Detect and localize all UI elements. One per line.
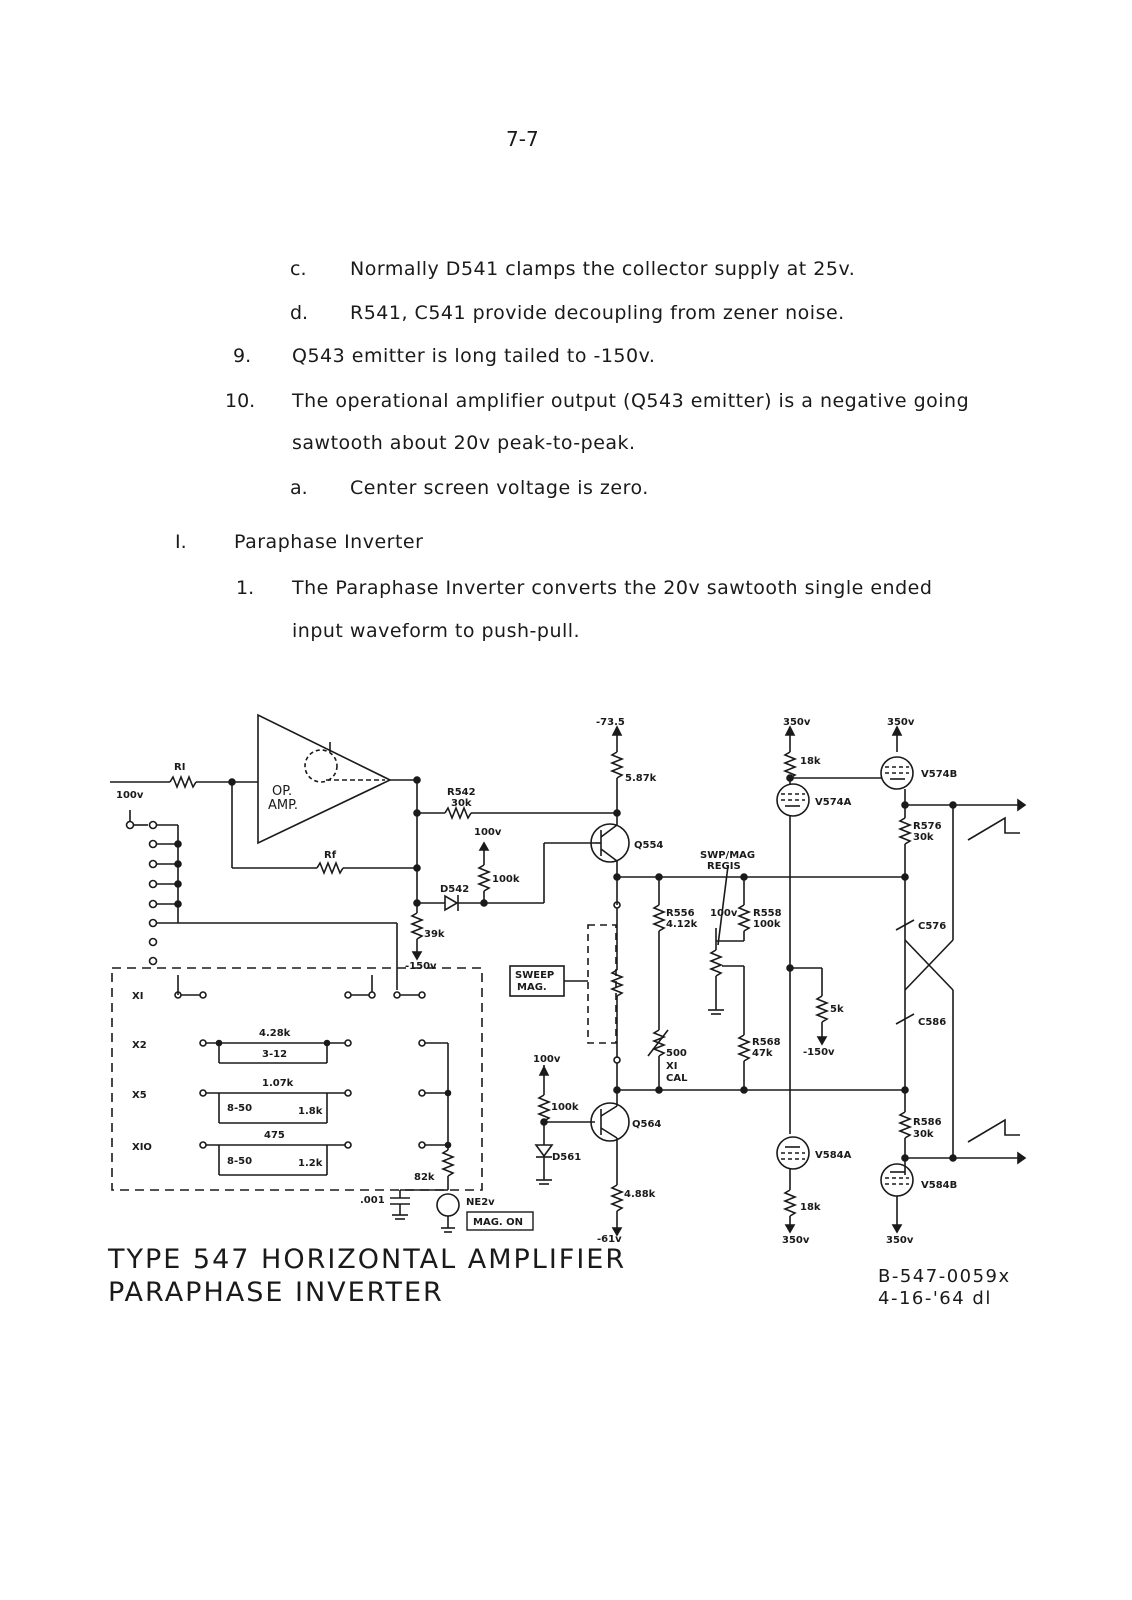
- item-text: The operational amplifier output (Q543 e…: [292, 390, 970, 412]
- item-marker: a.: [290, 477, 308, 499]
- c586-label: C586: [918, 1017, 946, 1028]
- item-text: sawtooth about 20v peak-to-peak.: [292, 432, 636, 454]
- v574b-label: V574B: [921, 769, 957, 780]
- r18k-a-label: 18k: [800, 756, 821, 767]
- sweep-mag-label-1: SWEEP: [515, 970, 554, 981]
- page-number: 7-7: [506, 127, 539, 151]
- swp-mag-label-1: SWP/MAG: [700, 850, 755, 861]
- item-text: The Paraphase Inverter converts the 20v …: [292, 577, 933, 599]
- r576-label: R576: [913, 821, 942, 832]
- item-marker: 1.: [236, 577, 255, 599]
- r556-label: R556: [666, 908, 695, 919]
- item-marker: 9.: [233, 345, 252, 367]
- x1cal-label-1: XI: [666, 1061, 677, 1072]
- doc-number: B-547-0059x: [878, 1266, 1011, 1287]
- c312-label: 3-12: [262, 1049, 287, 1060]
- item-marker: 10.: [225, 390, 256, 412]
- v350c-label: 350v: [782, 1235, 810, 1246]
- r18k-b-label: 18k: [800, 1202, 821, 1213]
- minus150v-b-label: -150v: [803, 1047, 835, 1058]
- minus61v-label: -61v: [597, 1234, 622, 1245]
- r100k-b-label: 100k: [551, 1102, 579, 1113]
- schematic-title-1: TYPE 547 HORIZONTAL AMPLIFIER: [107, 1244, 626, 1275]
- r568-value: 47k: [752, 1048, 773, 1059]
- sweep-mag-label-2: MAG.: [517, 982, 547, 993]
- q564-label: Q564: [632, 1119, 661, 1130]
- minus73-label: -73.5: [596, 717, 625, 728]
- v584b-label: V584B: [921, 1180, 957, 1191]
- swp-mag-label-2: REGIS: [707, 861, 741, 872]
- x1-label: XI: [132, 991, 143, 1002]
- r475-label: 475: [264, 1130, 285, 1141]
- r107-label: 1.07k: [262, 1078, 294, 1089]
- r587-label: 5.87k: [625, 773, 657, 784]
- section-heading: Paraphase Inverter: [234, 531, 424, 553]
- r586-value: 30k: [913, 1129, 934, 1140]
- r82k-label: 82k: [414, 1172, 435, 1183]
- rf-label: Rf: [324, 850, 337, 861]
- v584a-label: V584A: [815, 1150, 852, 1161]
- supply-100v-label: 100v: [474, 827, 502, 838]
- item-text: Normally D541 clamps the collector suppl…: [350, 258, 856, 280]
- pot-100v-label: 100v: [710, 908, 738, 919]
- d542-label: D542: [440, 884, 469, 895]
- r542-label: R542: [447, 787, 476, 798]
- x2-label: X2: [132, 1040, 147, 1051]
- r18-label: 1.8k: [298, 1106, 323, 1117]
- minus150v-label: -150v: [405, 961, 437, 972]
- r5k-label: 5k: [830, 1004, 844, 1015]
- item-marker: d.: [290, 302, 309, 324]
- r500-label: 500: [666, 1048, 687, 1059]
- x1cal-label-2: CAL: [666, 1073, 688, 1084]
- op-amp-label-1: OP.: [272, 784, 292, 799]
- x10-label: XIO: [132, 1142, 152, 1153]
- c850b-label: 8-50: [227, 1156, 252, 1167]
- r100k-label: 100k: [492, 874, 520, 885]
- r558-label: R558: [753, 908, 782, 919]
- v574a-label: V574A: [815, 797, 852, 808]
- doc-date: 4-16-'64 dl: [878, 1288, 992, 1309]
- section-marker: I.: [175, 531, 187, 553]
- ne2v-label: NE2v: [466, 1197, 495, 1208]
- d561-label: D561: [552, 1152, 581, 1163]
- item-text: input waveform to push-pull.: [292, 620, 581, 642]
- mag-on-label: MAG. ON: [473, 1217, 523, 1228]
- c576-label: C576: [918, 921, 946, 932]
- item-text: Center screen voltage is zero.: [350, 477, 649, 499]
- v350d-label: 350v: [886, 1235, 914, 1246]
- r12-label: 1.2k: [298, 1158, 323, 1169]
- c001-label: .001: [360, 1195, 385, 1206]
- r586-label: R586: [913, 1117, 942, 1128]
- r39k-label: 39k: [424, 929, 445, 940]
- x5-label: X5: [132, 1090, 147, 1101]
- item-marker: c.: [290, 258, 307, 280]
- r558-value: 100k: [753, 919, 781, 930]
- r428-label: 4.28k: [259, 1028, 291, 1039]
- r568-label: R568: [752, 1037, 781, 1048]
- v350a-label: 350v: [783, 717, 811, 728]
- ri-label: RI: [174, 762, 185, 773]
- item-text: Q543 emitter is long tailed to -150v.: [292, 345, 656, 367]
- supply-100v-b-label: 100v: [533, 1054, 561, 1065]
- item-text: R541, C541 provide decoupling from zener…: [350, 302, 845, 324]
- schematic-title-2: PARAPHASE INVERTER: [108, 1277, 444, 1308]
- q554-label: Q554: [634, 840, 663, 851]
- r488-label: 4.88k: [624, 1189, 656, 1200]
- v350b-label: 350v: [887, 717, 915, 728]
- r556-value: 4.12k: [666, 919, 698, 930]
- r542-value: 30k: [451, 798, 472, 809]
- op-amp-label-2: AMP.: [268, 798, 298, 813]
- input-voltage-label: 100v: [116, 790, 144, 801]
- r576-value: 30k: [913, 832, 934, 843]
- c850a-label: 8-50: [227, 1103, 252, 1114]
